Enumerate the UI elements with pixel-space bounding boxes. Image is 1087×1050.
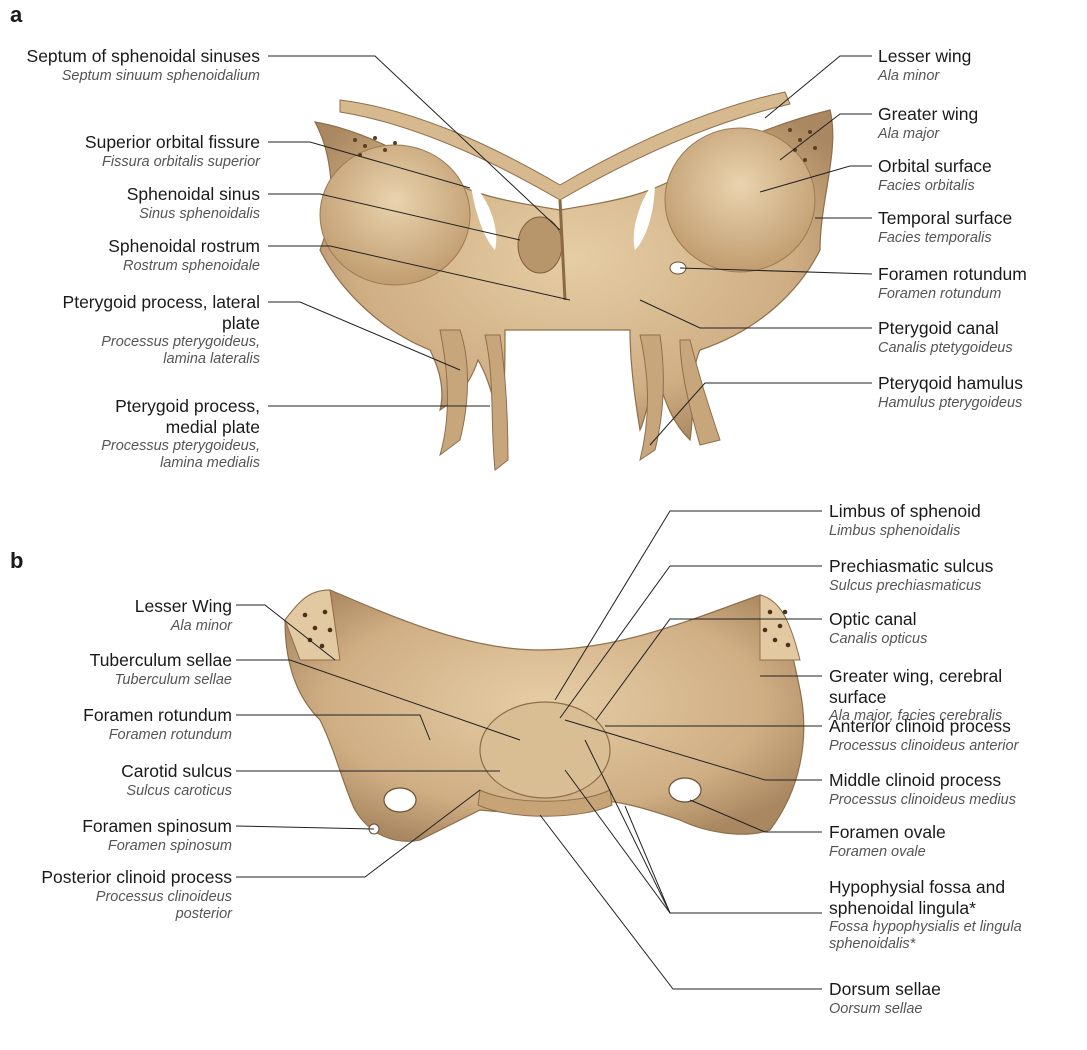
label-foramen-spinosum: Foramen spinosum Foramen spinosum <box>0 816 232 855</box>
label-la: Foramen rotundum <box>878 286 1083 303</box>
label-la: Processus clinoideus medius <box>829 792 1084 809</box>
label-en: Prechiasmatic sulcus <box>829 556 1084 577</box>
label-orbital-surface: Orbital surface Facies orbitalis <box>878 156 1083 195</box>
label-posterior-clinoid-process: Posterior clinoid process Processus clin… <box>0 867 232 923</box>
label-optic-canal: Optic canal Canalis opticus <box>829 609 1084 648</box>
label-tuberculum-sellae: Tuberculum sellae Tuberculum sellae <box>0 650 232 689</box>
label-foramen-rotundum-a: Foramen rotundum Foramen rotundum <box>878 264 1083 303</box>
label-la: Facies temporalis <box>878 230 1083 247</box>
label-en: Foramen spinosum <box>0 816 232 837</box>
label-la: Oorsum sellae <box>829 1001 1084 1018</box>
label-en: Foramen ovale <box>829 822 1084 843</box>
label-foramen-rotundum-b: Foramen rotundum Foramen rotundum <box>0 705 232 744</box>
orbital-surface-shape <box>665 128 815 272</box>
label-pterygoid-canal: Pterygoid canal Canalis ptetygoideus <box>878 318 1083 357</box>
label-pterygoid-hamulus: Pteryqoid hamulus Hamulus pterygoideus <box>878 373 1083 412</box>
label-en: Hypophysial fossa and sphenoidal lingula… <box>829 877 1039 918</box>
label-la: Ala minor <box>0 618 232 635</box>
sphenoid-superior-view <box>285 590 804 841</box>
label-la: Canalis opticus <box>829 631 1084 648</box>
label-en: Temporal surface <box>878 208 1083 229</box>
label-en: Dorsum sellae <box>829 979 1084 1000</box>
label-en: Lesser Wing <box>0 596 232 617</box>
label-foramen-ovale: Foramen ovale Foramen ovale <box>829 822 1084 861</box>
label-la: Sulcus prechiasmaticus <box>829 578 1084 595</box>
label-la: Processus pterygoideus, lamina lateralis <box>60 334 260 368</box>
label-hypophysial-fossa: Hypophysial fossa and sphenoidal lingula… <box>829 877 1039 954</box>
label-lesser-wing-b: Lesser Wing Ala minor <box>0 596 232 635</box>
foramen-ovale-shape <box>669 778 701 802</box>
label-middle-clinoid-process: Middle clinoid process Processus clinoid… <box>829 770 1084 809</box>
label-en: Lesser wing <box>878 46 1083 67</box>
label-la: Fissura orbitalis superior <box>0 154 260 171</box>
label-lesser-wing-a: Lesser wing Ala minor <box>878 46 1083 85</box>
label-prechiasmatic-sulcus: Prechiasmatic sulcus Sulcus prechiasmati… <box>829 556 1084 595</box>
label-greater-wing: Greater wing Ala major <box>878 104 1083 143</box>
label-en: Foramen rotundum <box>0 705 232 726</box>
label-la: Foramen ovale <box>829 844 1084 861</box>
label-anterior-clinoid-process: Anterior clinoid process Processus clino… <box>829 716 1084 755</box>
label-en: Greater wing <box>878 104 1083 125</box>
label-la: Hamulus pterygoideus <box>878 395 1083 412</box>
label-superior-orbital-fissure: Superior orbital fissure Fissura orbital… <box>0 132 260 171</box>
label-en: Tuberculum sellae <box>0 650 232 671</box>
panel-b-letter: b <box>10 548 23 574</box>
label-la: Tuberculum sellae <box>0 672 232 689</box>
label-en: Optic canal <box>829 609 1084 630</box>
label-en: Pteryqoid hamulus <box>878 373 1083 394</box>
label-sphenoidal-rostrum: Sphenoidal rostrum Rostrum sphenoidale <box>0 236 260 275</box>
panel-a-letter: a <box>10 2 22 28</box>
label-la: Sulcus caroticus <box>0 783 232 800</box>
label-en: Superior orbital fissure <box>0 132 260 153</box>
label-en: Sphenoidal rostrum <box>0 236 260 257</box>
label-en: Pterygoid canal <box>878 318 1083 339</box>
label-la: Foramen spinosum <box>0 838 232 855</box>
label-la: Sinus sphenoidalis <box>0 206 260 223</box>
label-limbus-sphenoid: Limbus of sphenoid Limbus sphenoidalis <box>829 501 1084 540</box>
sphenoid-anterior-view <box>315 92 833 470</box>
label-la: Fossa hypophysialis et lingula sphenoida… <box>829 919 1039 953</box>
label-en: Carotid sulcus <box>0 761 232 782</box>
label-en: Septum of sphenoidal sinuses <box>0 46 260 67</box>
label-la: Foramen rotundum <box>0 727 232 744</box>
label-la: Ala major <box>878 126 1083 143</box>
label-en: Posterior clinoid process <box>0 867 232 888</box>
label-sphenoidal-sinus: Sphenoidal sinus Sinus sphenoidalis <box>0 184 260 223</box>
label-en: Greater wing, cerebral surface <box>829 666 1054 707</box>
label-temporal-surface: Temporal surface Facies temporalis <box>878 208 1083 247</box>
label-en: Pterygoid process, medial plate <box>60 396 260 437</box>
label-pterygoid-lateral-plate: Pterygoid process, lateral plate Process… <box>60 292 260 369</box>
label-la: Processus clinoideus anterior <box>829 738 1084 755</box>
label-carotid-sulcus: Carotid sulcus Sulcus caroticus <box>0 761 232 800</box>
label-en: Middle clinoid process <box>829 770 1084 791</box>
sella-turcica-shape <box>480 702 610 798</box>
label-la: Septum sinuum sphenoidalium <box>0 68 260 85</box>
label-la: Limbus sphenoidalis <box>829 523 1084 540</box>
label-la: Processus pterygoideus, lamina medialis <box>60 438 260 472</box>
label-en: Sphenoidal sinus <box>0 184 260 205</box>
label-dorsum-sellae: Dorsum sellae Oorsum sellae <box>829 979 1084 1018</box>
label-la: Facies orbitalis <box>878 178 1083 195</box>
label-en: Orbital surface <box>878 156 1083 177</box>
label-en: Anterior clinoid process <box>829 716 1084 737</box>
label-en: Foramen rotundum <box>878 264 1083 285</box>
label-en: Limbus of sphenoid <box>829 501 1084 522</box>
label-en: Pterygoid process, lateral plate <box>60 292 260 333</box>
label-la: Canalis ptetygoideus <box>878 340 1083 357</box>
label-la: Processus clinoideus posterior <box>0 889 232 923</box>
label-la: Ala minor <box>878 68 1083 85</box>
label-la: Rostrum sphenoidale <box>0 258 260 275</box>
label-pterygoid-medial-plate: Pterygoid process, medial plate Processu… <box>60 396 260 473</box>
label-septum-sphenoidal-sinuses: Septum of sphenoidal sinuses Septum sinu… <box>0 46 260 85</box>
